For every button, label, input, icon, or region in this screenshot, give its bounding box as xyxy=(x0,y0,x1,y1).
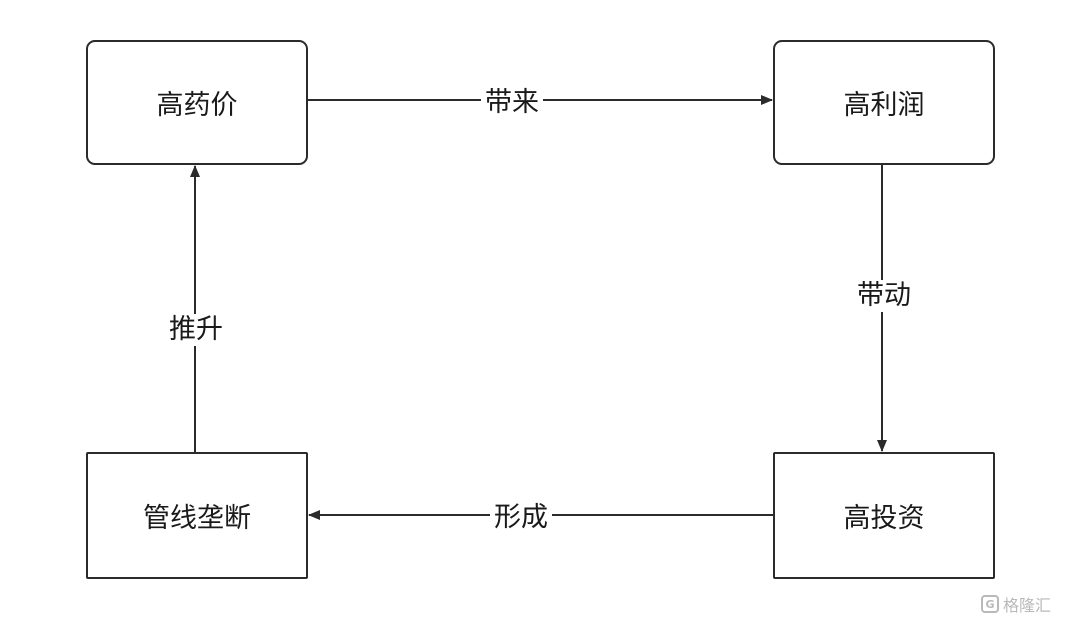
edge-label-forms: 形成 xyxy=(490,502,552,534)
node-pipeline-monopoly: 管线垄断 xyxy=(86,452,308,579)
edge-label-pushes-up: 推升 xyxy=(165,314,227,346)
gelonghui-logo-icon: G xyxy=(980,595,999,613)
edge-label-drives: 带动 xyxy=(853,280,915,312)
watermark: G 格隆汇 xyxy=(980,592,1051,616)
node-high-profit: 高利润 xyxy=(773,40,995,165)
node-high-investment: 高投资 xyxy=(773,452,995,579)
node-high-drug-price: 高药价 xyxy=(86,40,308,165)
edge-label-brings: 带来 xyxy=(481,87,543,119)
watermark-text: 格隆汇 xyxy=(1002,596,1051,615)
